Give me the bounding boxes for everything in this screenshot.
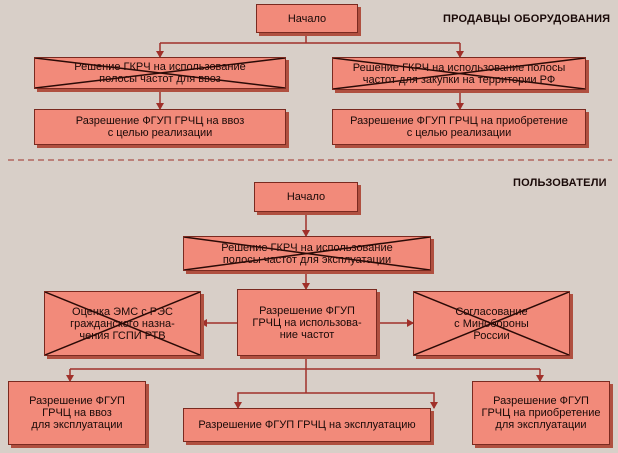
users-permit-operation-label: Разрешение ФГУП ГРЧЦ на эксплуатацию	[198, 419, 416, 431]
users-decision-operation-box: Решение ГКРЧ на использование полосы час…	[183, 236, 431, 271]
arrow-to-permit-operation	[238, 369, 307, 408]
connector-lower-split	[70, 356, 540, 370]
cross-out-mark	[35, 58, 285, 88]
cross-out-mark	[414, 292, 569, 355]
users-permit-import-operation-label: Разрешение ФГУП ГРЧЦ на ввоз для эксплуа…	[29, 395, 125, 431]
users-start-box: Начало	[254, 182, 358, 212]
sellers-permit-import-box: Разрешение ФГУП ГРЧЦ на ввоз с целью реа…	[34, 109, 286, 145]
sellers-permit-import-label: Разрешение ФГУП ГРЧЦ на ввоз с целью реа…	[75, 115, 245, 139]
sellers-start-box: Начало	[256, 4, 358, 33]
sellers-start-label: Начало	[287, 12, 327, 25]
cross-out-mark	[184, 237, 430, 270]
connector-right-branch	[306, 392, 438, 409]
users-ems-assessment-box: Оценка ЭМС с РЭС гражданского назна- чен…	[44, 291, 201, 356]
connector-start-split	[160, 33, 460, 44]
section-title-sellers: ПРОДАВЦЫ ОБОРУДОВАНИЯ	[443, 13, 611, 25]
sellers-permit-purchase-label: Разрешение ФГУП ГРЧЦ на приобретение с ц…	[350, 115, 568, 139]
users-start-label: Начало	[286, 191, 326, 203]
users-permit-frequency-box: Разрешение ФГУП ГРЧЦ на использова- ние …	[237, 289, 377, 356]
sellers-decision-purchase-box: Решение ГКРЧ на использование полосы час…	[332, 57, 586, 90]
users-mod-approval-label: Согласование с Минобороны России	[454, 305, 529, 342]
users-permit-purchase-operation-label: Разрешение ФГУП ГРЧЦ на приобретение для…	[481, 395, 601, 431]
users-mod-approval-box: Согласование с Минобороны России	[413, 291, 570, 356]
sellers-decision-import-box: Решение ГКРЧ на использование полосы час…	[34, 57, 286, 89]
cross-out-mark	[333, 58, 585, 89]
section-title-users: ПОЛЬЗОВАТЕЛИ	[513, 177, 607, 189]
cross-out-mark	[45, 292, 200, 355]
users-permit-frequency-label: Разрешение ФГУП ГРЧЦ на использова- ние …	[252, 304, 362, 341]
users-permit-operation-box: Разрешение ФГУП ГРЧЦ на эксплуатацию	[183, 408, 431, 442]
users-permit-import-operation-box: Разрешение ФГУП ГРЧЦ на ввоз для эксплуа…	[8, 381, 146, 445]
users-permit-purchase-operation-box: Разрешение ФГУП ГРЧЦ на приобретение для…	[472, 381, 610, 445]
sellers-permit-purchase-box: Разрешение ФГУП ГРЧЦ на приобретение с ц…	[332, 109, 586, 145]
